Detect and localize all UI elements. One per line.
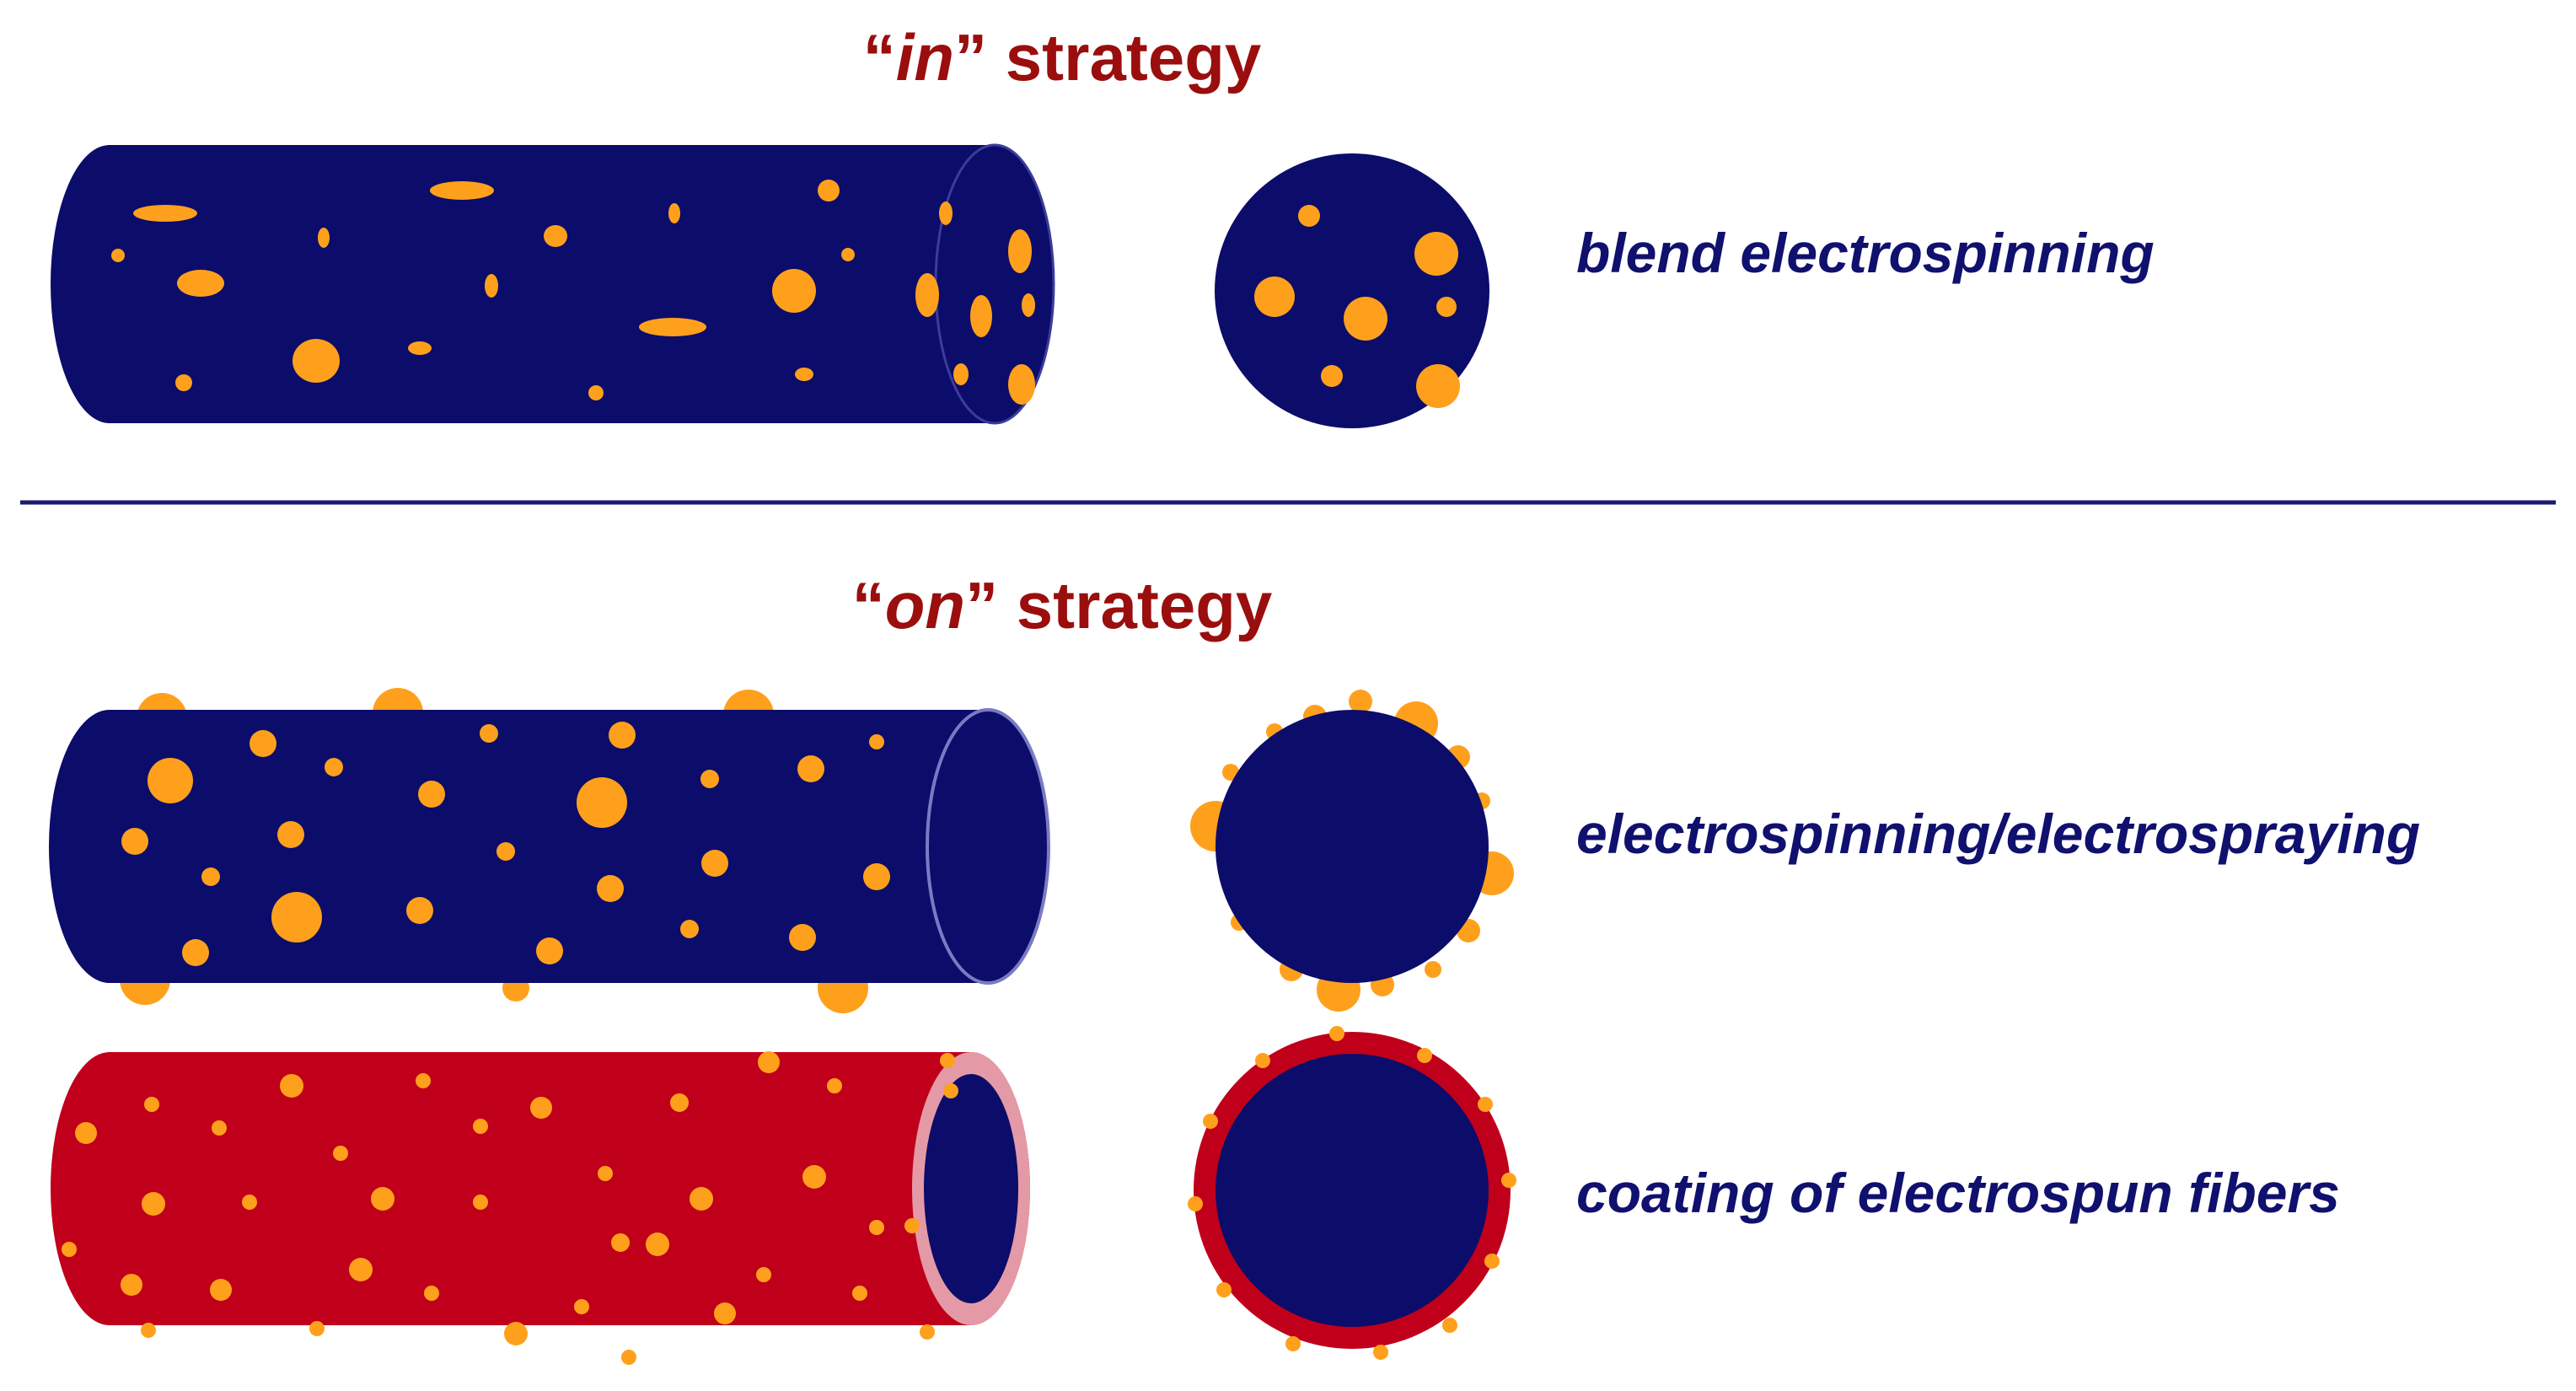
coated-fiber-particles (62, 1051, 958, 1365)
coated-fiber-cylinder (51, 1051, 1030, 1365)
in-strategy-heading: “in” strategy (863, 20, 1261, 94)
label-blend-electrospinning: blend electrospinning (1576, 222, 2155, 284)
label-electrospinning-electrospraying: electrospinning/electrospraying (1576, 803, 2420, 865)
on-heading-open-quote: “ (852, 568, 885, 642)
blend-fiber-cross-section (1215, 153, 1489, 428)
in-heading-rest: ” strategy (954, 20, 1261, 94)
blend-fiber-particles (111, 180, 1035, 405)
spray-fiber-cylinder (49, 688, 1050, 1013)
on-heading-word: on (885, 568, 965, 642)
blend-fiber-cylinder (51, 143, 1055, 425)
in-heading-open-quote: “ (863, 20, 896, 94)
blend-cross-section-particles (1254, 205, 1460, 408)
on-strategy-heading: “on” strategy (852, 568, 1272, 642)
in-heading-word: in (896, 20, 954, 94)
label-coating-electrospun-fibers: coating of electrospun fibers (1576, 1162, 2340, 1224)
coated-cross-section-particles (1188, 1026, 1516, 1360)
spray-fiber-cross-section (1190, 690, 1514, 1012)
on-heading-rest: ” strategy (965, 568, 1272, 642)
spray-fiber-particles (121, 722, 890, 966)
coated-fiber-cross-section (1188, 1026, 1516, 1360)
